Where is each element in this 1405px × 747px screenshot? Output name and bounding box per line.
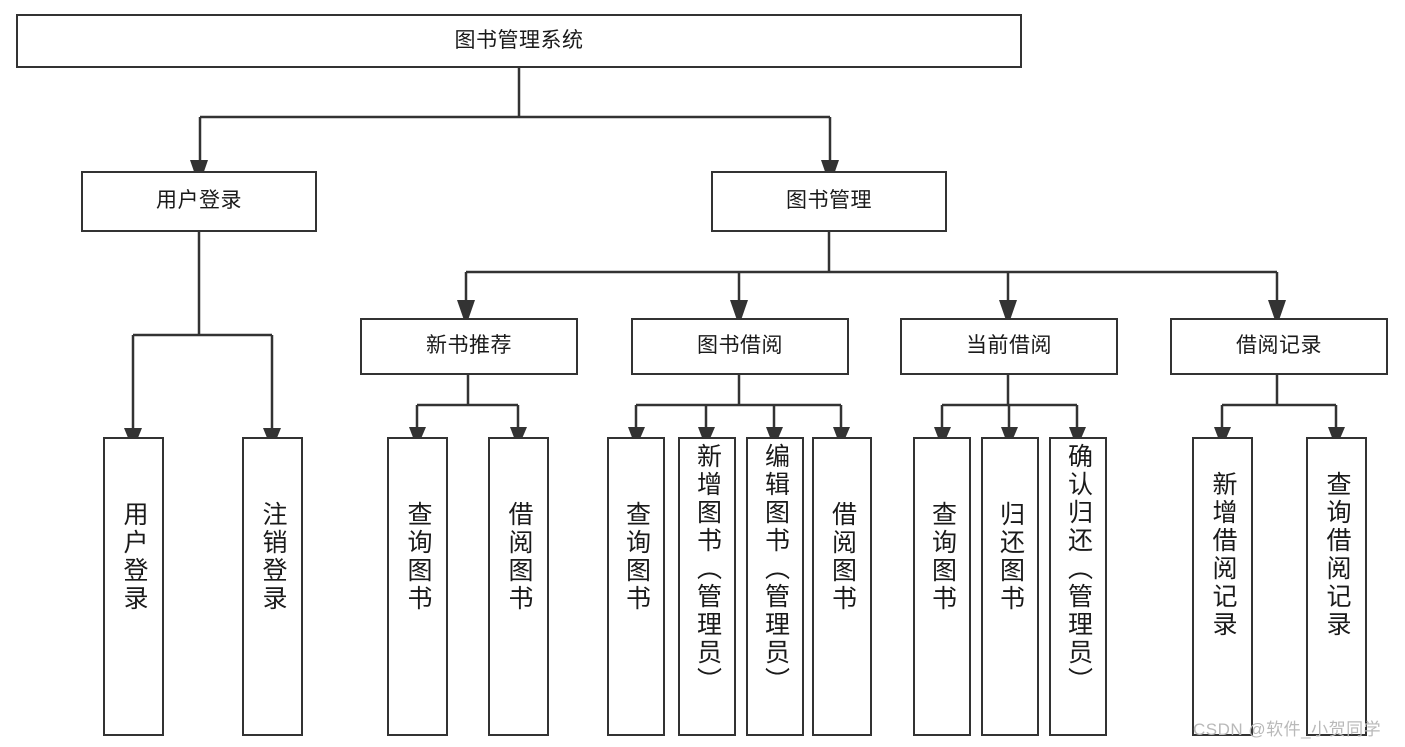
arrowhead-borrow-record bbox=[1268, 300, 1286, 326]
node-label: 借阅图书 bbox=[505, 501, 533, 613]
leaf-borrow-add-book-admin[interactable]: 新增图书（管理员） bbox=[678, 437, 736, 736]
leaf-record-add-record[interactable]: 新增借阅记录 bbox=[1192, 437, 1253, 736]
leaf-current-confirm-return-admin[interactable]: 确认归还（管理员） bbox=[1049, 437, 1107, 736]
leaf-current-search-books[interactable]: 查询图书 bbox=[913, 437, 971, 736]
node-label: 借阅记录 bbox=[1236, 334, 1322, 358]
node-label: 新书推荐 bbox=[426, 334, 512, 358]
leaf-current-return-books[interactable]: 归还图书 bbox=[981, 437, 1039, 736]
leaf-newbook-borrow-books[interactable]: 借阅图书 bbox=[488, 437, 549, 736]
node-label: 图书管理系统 bbox=[454, 28, 584, 52]
node-label: 查询借阅记录 bbox=[1323, 471, 1351, 639]
node-label: 借阅图书 bbox=[828, 501, 857, 613]
node-new-book-recommend[interactable]: 新书推荐 bbox=[360, 318, 578, 375]
node-label: 注销登录 bbox=[259, 501, 287, 613]
node-label: 新增图书（管理员） bbox=[693, 443, 722, 695]
node-label: 编辑图书（管理员） bbox=[761, 443, 790, 695]
node-book-borrow[interactable]: 图书借阅 bbox=[631, 318, 849, 375]
node-root-system[interactable]: 图书管理系统 bbox=[16, 14, 1022, 68]
node-current-borrow[interactable]: 当前借阅 bbox=[900, 318, 1118, 375]
arrowhead-current-borrow bbox=[999, 300, 1017, 326]
leaf-borrow-borrow-books[interactable]: 借阅图书 bbox=[812, 437, 872, 736]
node-label: 图书借阅 bbox=[697, 334, 783, 358]
leaf-user-login-signin[interactable]: 用户登录 bbox=[103, 437, 164, 736]
node-label: 归还图书 bbox=[996, 501, 1025, 613]
leaf-newbook-search-books[interactable]: 查询图书 bbox=[387, 437, 448, 736]
leaf-borrow-edit-book-admin[interactable]: 编辑图书（管理员） bbox=[746, 437, 804, 736]
node-label: 用户登录 bbox=[120, 501, 148, 613]
csdn-watermark: CSDN @软件_小贺同学 bbox=[1193, 720, 1382, 739]
arrowhead-new-book bbox=[457, 300, 475, 326]
node-book-management[interactable]: 图书管理 bbox=[711, 171, 947, 232]
node-label: 确认归还（管理员） bbox=[1064, 443, 1093, 695]
node-label: 当前借阅 bbox=[966, 334, 1052, 358]
node-user-login[interactable]: 用户登录 bbox=[81, 171, 317, 232]
arrowhead-book-borrow bbox=[730, 300, 748, 326]
node-label: 查询图书 bbox=[622, 501, 651, 613]
node-borrow-record[interactable]: 借阅记录 bbox=[1170, 318, 1388, 375]
leaf-record-search-record[interactable]: 查询借阅记录 bbox=[1306, 437, 1367, 736]
leaf-user-login-signout[interactable]: 注销登录 bbox=[242, 437, 303, 736]
node-label: 查询图书 bbox=[928, 501, 957, 613]
node-label: 新增借阅记录 bbox=[1209, 471, 1237, 639]
node-label: 用户登录 bbox=[156, 189, 242, 213]
leaf-borrow-search-books[interactable]: 查询图书 bbox=[607, 437, 665, 736]
node-label: 查询图书 bbox=[404, 501, 432, 613]
node-label: 图书管理 bbox=[786, 189, 872, 213]
